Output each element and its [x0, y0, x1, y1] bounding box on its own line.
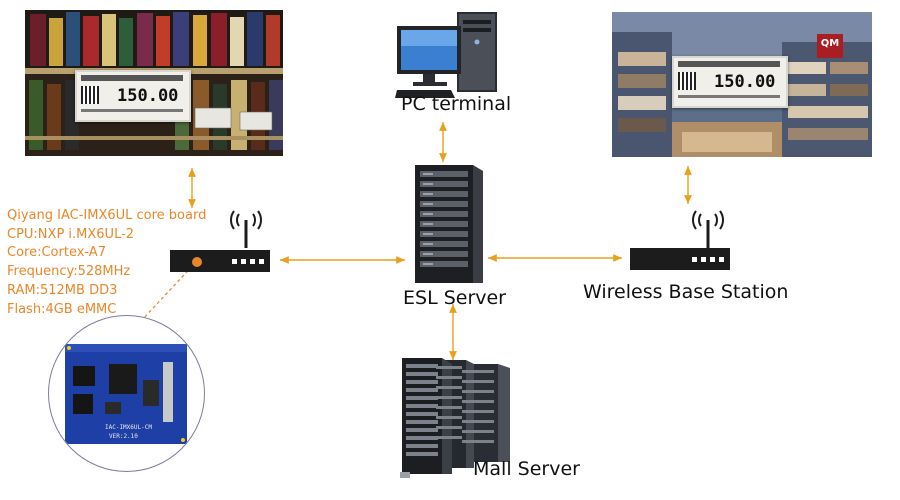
spec-line: RAM:512MB DD3: [7, 282, 118, 298]
wireless-base-station-icon: [630, 210, 730, 270]
server-cluster-icon: [400, 358, 510, 478]
board-silkscreen: IAC-IMX6UL-CM: [105, 424, 152, 431]
pc-terminal-label: PC terminal: [401, 93, 512, 115]
clothing-shelves: [612, 32, 872, 157]
qr-code-icon: [81, 86, 99, 104]
spec-line: Qiyang IAC-IMX6UL core board: [7, 208, 207, 223]
qr-code-icon: [678, 72, 696, 90]
spec-line: Core:Cortex-A7: [7, 245, 106, 261]
spec-line: Frequency:528MHz: [7, 264, 131, 280]
spec-line: CPU:NXP i.MX6UL-2: [7, 226, 135, 242]
esl-tag-right: 150.00: [672, 56, 788, 108]
wireless-base-station-label: Wireless Base Station: [583, 281, 789, 303]
server-rack-icon: [415, 165, 483, 283]
desktop-computer-icon: [395, 12, 497, 98]
left-shelf-photo: 150.00: [25, 10, 283, 156]
spec-line: Flash:4GB eMMC: [7, 301, 117, 317]
esl-server-label: ESL Server: [403, 287, 506, 309]
cpu-chip: [109, 364, 137, 394]
wireless-router-icon: [170, 210, 270, 272]
board-version: VER:2.10: [109, 433, 138, 440]
right-store-photo: QM 150.00: [612, 12, 872, 157]
core-board-specs: Qiyang IAC-IMX6UL core board CPU:NXP i.M…: [7, 207, 206, 319]
core-board-zoom-circle: IAC-IMX6UL-CM VER:2.10: [48, 315, 205, 472]
core-board-pcb: IAC-IMX6UL-CM VER:2.10: [65, 344, 187, 444]
tag-price-left: 150.00: [117, 86, 179, 106]
esl-tag-left: 150.00: [75, 70, 191, 122]
mall-server-label: Mall Server: [473, 458, 580, 480]
bottle-rows: [25, 10, 283, 70]
tag-price-right: 150.00: [714, 72, 776, 92]
store-sign: QM: [820, 38, 840, 49]
